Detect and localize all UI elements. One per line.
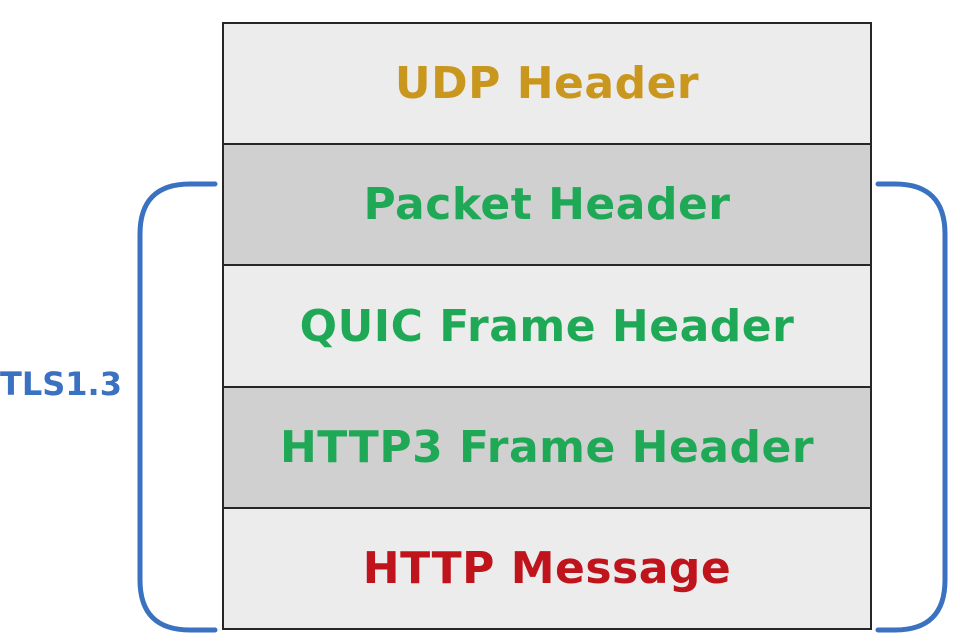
layer-packet-header: Packet Header [224, 145, 870, 267]
protocol-stack: UDP Header Packet Header QUIC Frame Head… [222, 22, 872, 630]
layer-udp-header: UDP Header [224, 24, 870, 146]
layer-http-message: HTTP Message [224, 508, 870, 629]
layer-label: UDP Header [394, 58, 700, 110]
layer-label: HTTP3 Frame Header [279, 421, 815, 473]
layer-quic-frame-header: QUIC Frame Header [224, 266, 870, 388]
layer-http3-frame-header: HTTP3 Frame Header [224, 387, 870, 509]
tls-label: TLS1.3 [0, 365, 122, 403]
tls-bracket-right [875, 181, 948, 633]
layer-label: QUIC Frame Header [299, 300, 795, 352]
layer-label: HTTP Message [362, 542, 732, 594]
layer-label: Packet Header [363, 179, 731, 231]
tls-bracket-left [137, 181, 218, 633]
